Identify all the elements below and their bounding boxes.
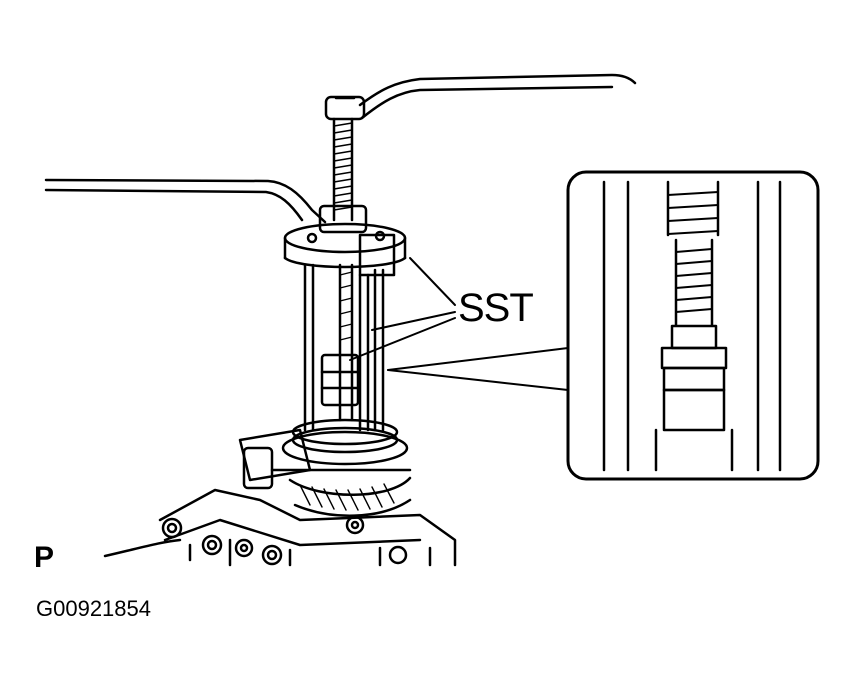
upper-handle [324, 73, 637, 121]
top-plate [283, 222, 407, 277]
screw-threads [333, 122, 353, 211]
transmission-case [103, 488, 457, 567]
inner-collar [320, 353, 360, 407]
lower-handle [44, 178, 368, 234]
center-screw [332, 117, 354, 422]
figure-code-label: G00921854 [36, 596, 151, 621]
sst-leader-lines [349, 257, 456, 361]
detail-inset [566, 170, 820, 481]
detail-callout-pointer [387, 347, 569, 391]
gear-assembly [238, 428, 412, 517]
view-marker-label: P [34, 541, 55, 574]
sst-label: SST [458, 286, 534, 330]
bottom-ring [281, 418, 409, 466]
gear-teeth [299, 483, 395, 511]
